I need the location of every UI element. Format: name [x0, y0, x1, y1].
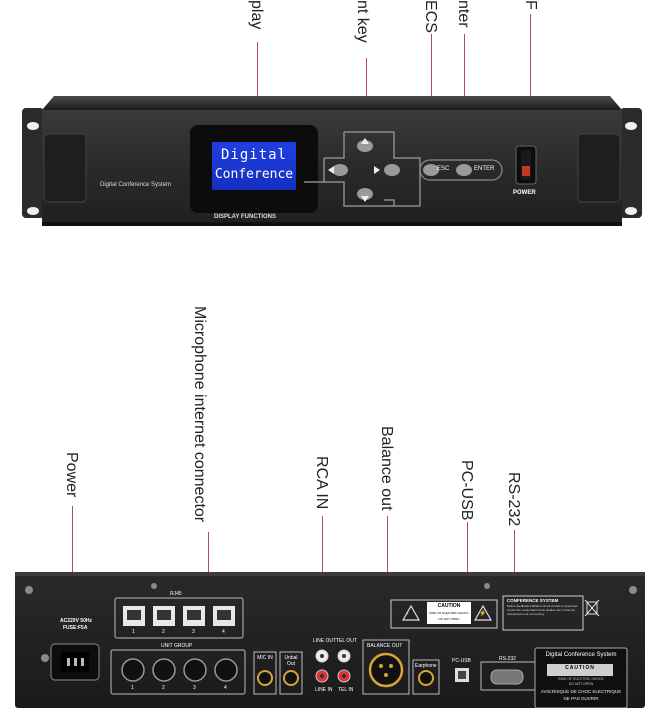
warning-icon: ! — [407, 611, 409, 617]
caution-line-1: RISK OF ELECTRIC SHOCK — [429, 611, 469, 615]
sticker-line-2: DO NOT OPEN — [568, 682, 594, 686]
power-label: POWER — [513, 190, 536, 196]
rs232-label: RS-232 — [499, 656, 516, 662]
tel-in-label: TEL IN — [338, 687, 354, 693]
unit-group-label: UNIT GROUP — [161, 643, 193, 649]
lightning-icon: ⚡ — [479, 611, 487, 617]
callout-enter-label: nter — [455, 0, 472, 28]
line-out-label: LINE OUT — [313, 638, 337, 644]
unit-group-port-4[interactable] — [215, 659, 237, 681]
rj45-port-1[interactable] — [123, 606, 145, 626]
balance-out-xlr[interactable] — [370, 654, 402, 686]
callout-rs232-label: RS-232 — [505, 472, 522, 527]
line-in-label: LINE IN — [315, 687, 333, 693]
earphone-jack[interactable] — [419, 671, 433, 685]
caution-title: CAUTION — [437, 603, 461, 609]
weee-bin-icon — [585, 600, 599, 616]
esc-button-label[interactable]: ESC — [437, 166, 450, 172]
conference-system-text: built-in feedback inhibition circuit 3 k… — [507, 604, 578, 616]
mic-in-jack[interactable] — [258, 671, 272, 685]
tel-out-label: TEL OUT — [336, 638, 357, 644]
rs232-port[interactable] — [491, 670, 523, 684]
unit-group-number-3: 3 — [193, 685, 196, 691]
tel-out-jack[interactable] — [338, 650, 350, 662]
rear-panel: AC220V 50Hz FUSE:F5A RJ45 1 2 3 4 UNIT G… — [15, 572, 645, 709]
unit-group-number-1: 1 — [131, 685, 134, 691]
sticker-caution: CAUTION — [565, 665, 595, 671]
power-inlet[interactable] — [51, 644, 99, 680]
rj45-number-1: 1 — [132, 629, 135, 635]
power-spec-line-2: FUSE:F5A — [63, 625, 88, 631]
rj45-port-4[interactable] — [213, 606, 235, 626]
callout-power-rear-label: Power — [63, 452, 80, 498]
rj45-number-2: 2 — [162, 629, 165, 635]
callout-mic-connector-line — [208, 532, 209, 610]
unit-group-number-4: 4 — [224, 685, 227, 691]
rj45-port-3[interactable] — [183, 606, 205, 626]
callout-esc-label: ECS — [422, 0, 439, 33]
pc-usb-label: PC-USB — [452, 658, 471, 664]
callout-balance-out-label: Balance out — [378, 426, 395, 511]
callout-display-label: play — [248, 0, 265, 30]
balance-out-label: BALANCE OUT — [367, 643, 403, 649]
rj45-number-4: 4 — [222, 629, 225, 635]
callout-navigation-label: nt key — [354, 0, 371, 43]
unbal-out-jack[interactable] — [284, 671, 298, 685]
unit-group-port-3[interactable] — [184, 659, 206, 681]
unit-group-port-1[interactable] — [122, 659, 144, 681]
sticker-fr-line-1: AVIS:RISQUE DE CHOC ELECTRIQUE — [540, 689, 622, 694]
unit-group-port-2[interactable] — [153, 659, 175, 681]
callout-power-label: F — [522, 0, 539, 10]
power-spec-line-1: AC220V 50Hz — [60, 618, 92, 624]
callout-mic-connector-label: Microphone internet connector — [191, 306, 208, 523]
callout-power-line — [530, 14, 531, 162]
display-functions-label: DISPLAY FUNCTIONS — [214, 214, 277, 220]
lcd-line-1: Digital — [220, 147, 287, 163]
callout-rca-in-label: RCA IN — [313, 456, 330, 510]
pc-usb-port[interactable] — [455, 668, 469, 682]
rj45-number-3: 3 — [192, 629, 195, 635]
line-in-jack[interactable] — [316, 670, 328, 682]
sticker-title: Digital Conference System — [545, 652, 617, 658]
mic-in-label: MIC IN — [257, 655, 273, 661]
callout-pc-usb-label: PC-USB — [458, 460, 475, 521]
enter-button-label[interactable]: ENTER — [474, 166, 495, 172]
power-switch[interactable] — [516, 146, 536, 184]
sticker-fr-line-2: NE PAS OUVRIR — [563, 696, 599, 701]
line-out-jack[interactable] — [316, 650, 328, 662]
lcd-line-2: Conference — [214, 167, 294, 182]
rj45-port-2[interactable] — [153, 606, 175, 626]
tel-in-jack[interactable] — [338, 670, 350, 682]
front-panel: Digital Conference Digital Conference Sy… — [22, 94, 642, 228]
caution-line-2: DO NOT OPEN — [438, 617, 460, 621]
unbal-out-label: Unbal Out — [284, 655, 298, 667]
sticker-line-1: RISK OF ELECTRIC SHOCK — [558, 677, 604, 681]
conference-system-title: CONFERENCE SYSTEM — [507, 598, 559, 603]
rj45-label: RJ45 — [170, 591, 182, 597]
brand-text: Digital Conference System — [100, 182, 172, 188]
earphone-label: Earphone — [415, 663, 437, 669]
unit-group-number-2: 2 — [162, 685, 165, 691]
